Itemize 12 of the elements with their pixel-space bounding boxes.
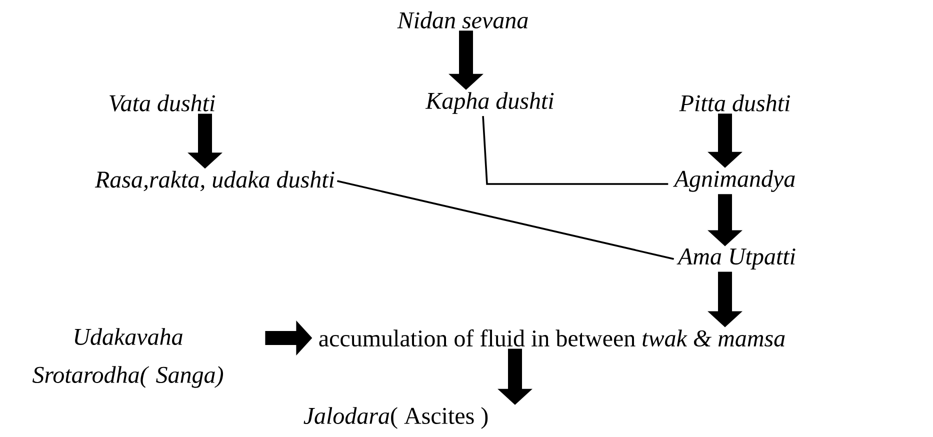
connector-line <box>482 116 668 185</box>
text-label: Agnimandya <box>673 170 795 192</box>
text-label: Udakavaha Srotarodha( Sanga) <box>32 328 224 388</box>
text-label: accumulation of fluid in between twak & mamsa <box>319 329 785 347</box>
text-label: Kapha dushti <box>425 92 554 114</box>
text-label: Rasa,rakta, udaka dushti <box>94 170 334 192</box>
text-label: Nidan sevana <box>397 12 528 28</box>
text-label: Vata dushti <box>110 94 215 112</box>
text-label: Jalodara( Ascites ) <box>304 407 488 429</box>
connector-line <box>337 180 674 260</box>
text-label: Ama Utpatti <box>676 248 796 270</box>
text-label: Pitta dushti <box>679 94 790 112</box>
